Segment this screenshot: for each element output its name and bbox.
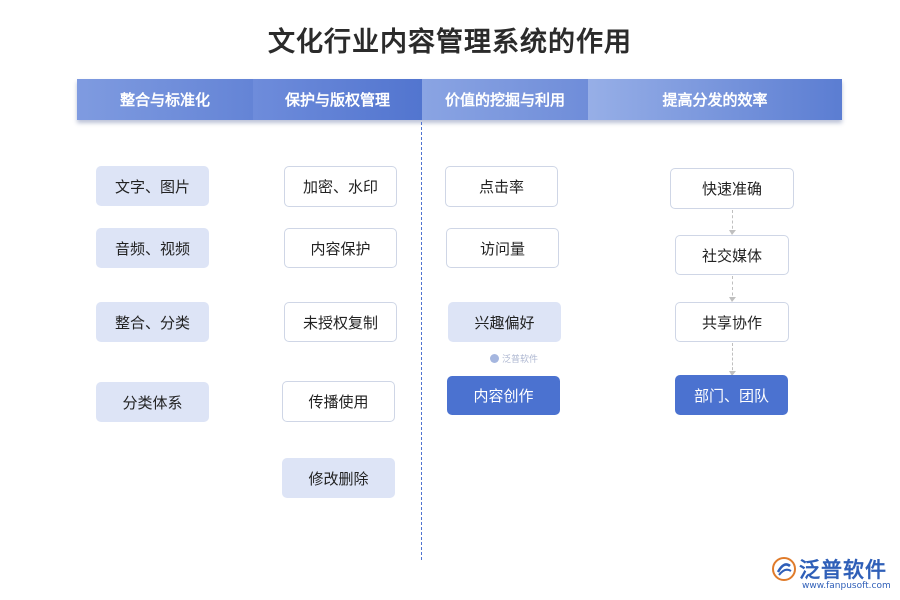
col2-item-modify-delete: 修改删除	[282, 458, 395, 498]
col2-item-distribution-use: 传播使用	[282, 381, 395, 422]
header-distribution: 提高分发的效率	[588, 79, 842, 120]
brand-name: 泛普软件	[799, 558, 887, 582]
col3-item-visits: 访问量	[446, 228, 559, 268]
flow-arrow	[729, 343, 736, 376]
brand-logo-icon	[772, 557, 796, 581]
col1-item-classification-system: 分类体系	[96, 382, 209, 422]
flow-arrow	[729, 276, 736, 302]
col4-item-social-media: 社交媒体	[675, 235, 789, 275]
header-bar: 整合与标准化 保护与版权管理 价值的挖掘与利用 提高分发的效率	[77, 79, 842, 120]
col2-item-encrypt-watermark: 加密、水印	[284, 166, 397, 207]
col4-item-share-collaborate: 共享协作	[675, 302, 789, 342]
header-protection: 保护与版权管理	[253, 79, 422, 120]
col3-item-content-creation: 内容创作	[447, 376, 560, 415]
col2-item-unauthorized-copy: 未授权复制	[284, 302, 397, 342]
col3-item-click-rate: 点击率	[445, 166, 558, 207]
watermark-text: 泛普软件	[502, 355, 539, 365]
flow-arrow	[729, 210, 736, 235]
brand-url: www.fanpusoft.com	[802, 581, 891, 591]
dashed-divider	[421, 122, 422, 560]
col3-item-interest-preference: 兴趣偏好	[448, 302, 561, 342]
page-title: 文化行业内容管理系统的作用	[268, 27, 632, 58]
col4-item-fast-accurate: 快速准确	[670, 168, 794, 209]
header-value-mining: 价值的挖掘与利用	[422, 79, 588, 120]
watermark-logo-icon	[490, 354, 499, 363]
col1-item-integrate-classify: 整合、分类	[96, 302, 209, 342]
brand-logo: 泛普软件 www.fanpusoft.com	[772, 553, 892, 595]
watermark: 泛普软件	[490, 352, 538, 365]
col4-item-department-team: 部门、团队	[675, 375, 788, 415]
col2-item-content-protection: 内容保护	[284, 228, 397, 268]
col1-item-text-image: 文字、图片	[96, 166, 209, 206]
header-integration: 整合与标准化	[77, 79, 253, 120]
col1-item-audio-video: 音频、视频	[96, 228, 209, 268]
